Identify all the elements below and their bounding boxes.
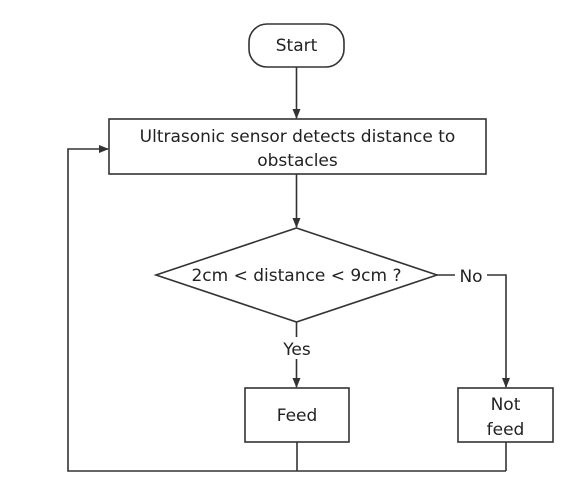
start-label: Start: [276, 36, 318, 56]
detect-node: Ultrasonic sensor detects distance to ob…: [108, 118, 487, 175]
not-feed-node: Not feed: [457, 387, 554, 443]
feed-label: Feed: [277, 406, 318, 426]
no-label-bg: [455, 264, 487, 286]
not-feed-label-line1: Not: [491, 395, 521, 415]
yes-label: Yes: [282, 340, 311, 360]
decision-label: 2cm < distance < 9cm ?: [191, 266, 401, 286]
arrow-decision-to-not-feed: [437, 274, 510, 388]
start-node: Start: [248, 23, 345, 68]
not-feed-label-line2: feed: [487, 420, 525, 440]
decision-node: 2cm < distance < 9cm ?: [153, 227, 440, 323]
detect-label-line1: Ultrasonic sensor detects distance to: [140, 127, 456, 147]
no-label: No: [459, 267, 482, 287]
feed-node: Feed: [244, 387, 350, 443]
detect-label-line2: obstacles: [257, 151, 338, 171]
loop-back-arrow: [67, 145, 506, 472]
yes-label-bg: [280, 337, 314, 359]
